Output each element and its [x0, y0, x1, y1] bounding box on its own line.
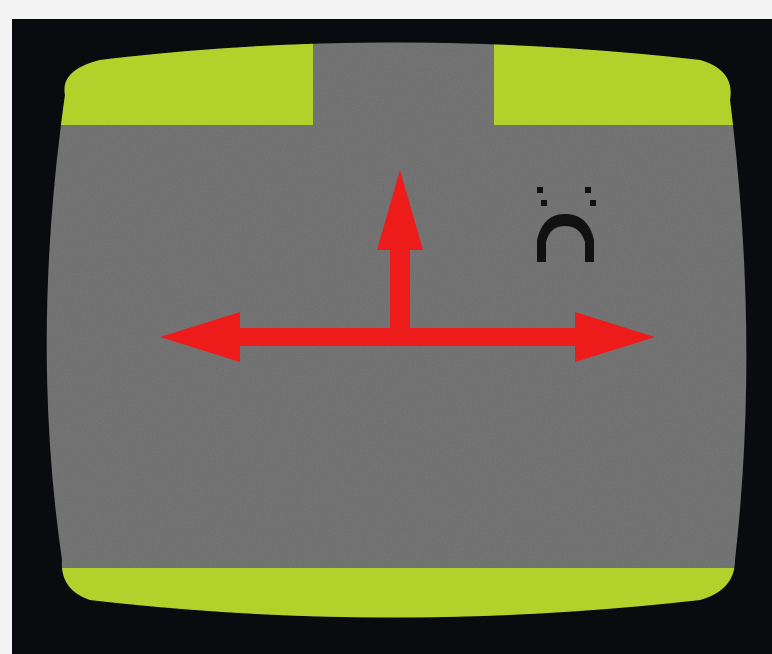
wall-top-left: [20, 20, 313, 125]
wall-top-right: [494, 20, 760, 125]
wall-bottom: [20, 568, 760, 654]
